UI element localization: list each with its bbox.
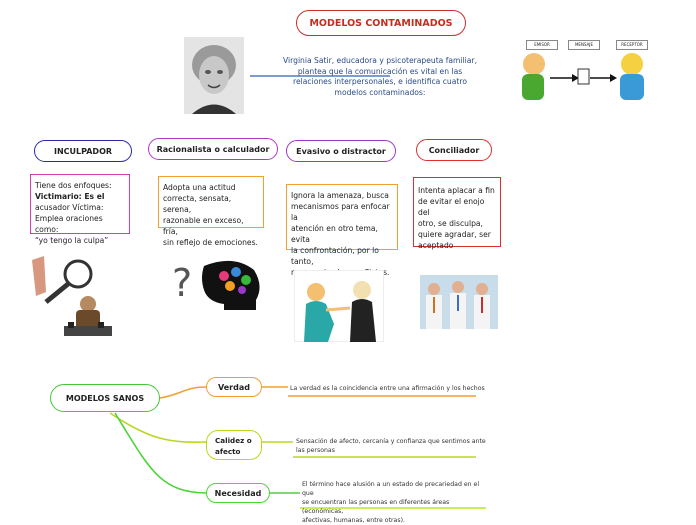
model-header-evasivo: Evasivo o distractor	[286, 140, 396, 162]
intro-line-1: Virginia Satir, educadora y psicoterapeu…	[283, 56, 477, 65]
mensaje-label: MENSAJE	[568, 40, 600, 50]
model-header-inculpador-text: INCULPADOR	[53, 146, 113, 156]
conciliador-line-3: otro, se disculpa,	[418, 219, 483, 228]
inculpador-line-2: Victimario: Es el	[35, 192, 105, 201]
model-header-racionalista: Racionalista o calculador	[148, 138, 278, 160]
model-desc-racionalista: Adopta una actitud correcta, sensata, se…	[158, 176, 264, 247]
evasivo-line-2: mecanismos para enfocar la	[291, 202, 390, 222]
branch-calidez-desc: Sensación de afecto, cercanía y confianz…	[296, 437, 486, 455]
intro-paragraph: Virginia Satir, educadora y psicoterapeu…	[280, 56, 480, 98]
sanos-root-node: MODELOS SANOS	[50, 384, 160, 412]
emisor-label: EMISOR	[526, 40, 558, 50]
inculpador-line-3: acusador Víctima:	[35, 203, 104, 212]
model-header-inculpador: INCULPADOR	[34, 140, 132, 162]
conciliador-line-4: quiere agradar, ser	[418, 230, 491, 239]
model-desc-conciliador: Intenta aplacar a fin de evitar el enojo…	[413, 177, 501, 250]
intro-line-3: relaciones interpersonales, e identifica…	[293, 77, 467, 86]
inculpador-line-5: “yo tengo la culpa”	[35, 236, 109, 245]
receptor-label: RECEPTOR	[616, 40, 648, 50]
model-header-conciliador: Conciliador	[416, 139, 492, 161]
thinking-head-illustration: ?	[164, 256, 268, 316]
virginia-satir-portrait	[184, 37, 244, 114]
racionalista-line-4: sin reflejo de emociones.	[163, 238, 258, 247]
sanos-root-text: MODELOS SANOS	[65, 393, 145, 403]
racionalista-line-2: correcta, sensata, serena,	[163, 194, 232, 214]
model-header-conciliador-text: Conciliador	[428, 145, 480, 155]
conciliador-line-1: Intenta aplacar a fin	[418, 186, 495, 195]
intro-line-2: plantea que la comunicación es vital en …	[297, 66, 463, 76]
inculpador-line-4: Emplea oraciones como:	[35, 214, 103, 234]
necesidad-desc-line-3: afectivas, humanas, entre otras).	[302, 517, 405, 524]
argument-illustration	[294, 270, 384, 342]
necesidad-desc-line-1: El término hace alusión a un estado de p…	[302, 481, 480, 497]
racionalista-line-1: Adopta una actitud	[163, 183, 236, 192]
communication-illustration: EMISOR MENSAJE RECEPTOR	[516, 36, 672, 106]
inculpador-line-1: Tiene dos enfoques:	[35, 181, 112, 190]
branch-necesidad-text: Necesidad	[214, 488, 262, 498]
branch-verdad-text: Verdad	[218, 382, 250, 392]
evasivo-line-4: la confrontación, por lo tanto,	[291, 246, 379, 266]
model-header-evasivo-text: Evasivo o distractor	[296, 146, 386, 156]
calidez-desc-line-2: las personas	[296, 447, 335, 454]
svg-text:?: ?	[172, 261, 192, 305]
detective-magnifier-illustration	[28, 252, 116, 340]
branch-verdad: Verdad	[206, 377, 262, 397]
evasivo-line-3: atención en otro tema, evita	[291, 224, 378, 244]
branch-verdad-desc: La verdad es la coincidencia entre una a…	[290, 384, 490, 393]
branch-calidez-line-2: afecto	[215, 447, 241, 456]
conciliador-line-5: aceptado	[418, 241, 454, 250]
business-people-illustration	[420, 275, 498, 329]
model-desc-inculpador: Tiene dos enfoques: Victimario: Es el ac…	[30, 174, 130, 245]
branch-calidez: Calidez o afecto	[206, 430, 262, 460]
necesidad-desc-line-2: se encuentran las personas en diferentes…	[302, 499, 450, 515]
branch-calidez-line-1: Calidez o	[215, 436, 252, 445]
intro-line-4: modelos contaminados:	[334, 87, 426, 97]
branch-necesidad-desc: El término hace alusión a un estado de p…	[302, 480, 492, 525]
branch-necesidad: Necesidad	[206, 483, 270, 503]
main-title: MODELOS CONTAMINADOS	[296, 10, 466, 36]
evasivo-line-1: Ignora la amenaza, busca	[291, 191, 389, 200]
racionalista-line-3: razonable en exceso, fría,	[163, 216, 244, 236]
calidez-desc-line-1: Sensación de afecto, cercanía y confianz…	[296, 438, 486, 445]
model-desc-evasivo: Ignora la amenaza, busca mecanismos para…	[286, 184, 398, 277]
conciliador-line-2: de evitar el enojo del	[418, 197, 485, 217]
main-title-text: MODELOS CONTAMINADOS	[309, 17, 453, 29]
verdad-desc-line-1: La verdad es la coincidencia entre una a…	[290, 385, 485, 392]
model-header-racionalista-text: Racionalista o calculador	[156, 144, 270, 154]
